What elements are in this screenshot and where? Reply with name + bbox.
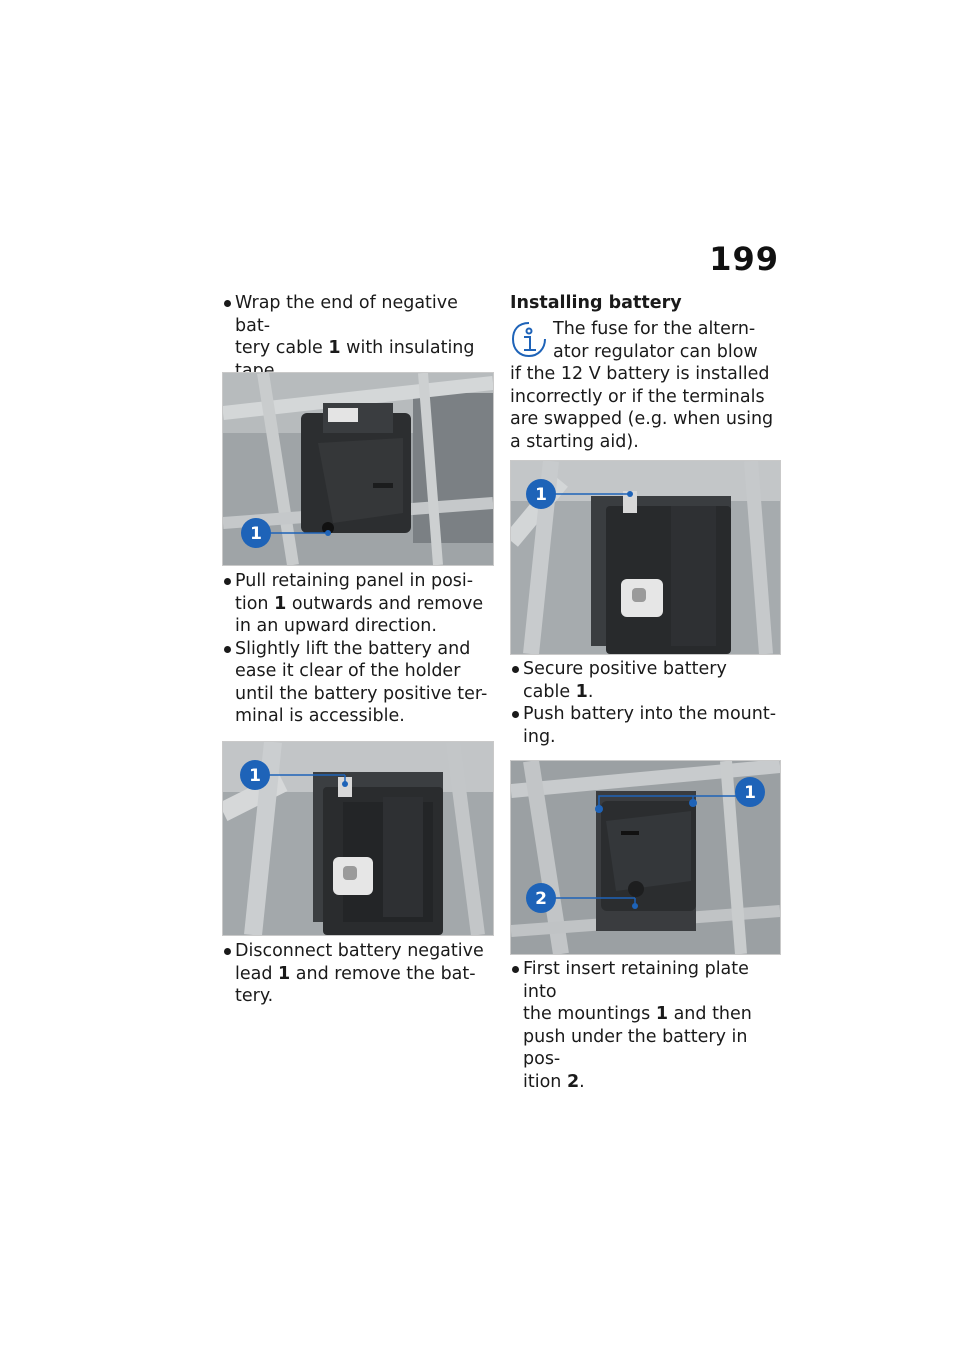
photo-battery-positive-terminal: 1 (222, 741, 494, 936)
step-lift-battery: Slightly lift the battery and ease it cl… (222, 638, 494, 728)
photo-retaining-plate: 1 2 (510, 760, 781, 955)
callout-1: 1 (249, 766, 261, 786)
section-heading: Installing battery (510, 293, 682, 313)
step-push-battery: Push battery into the mount- ing. (510, 703, 782, 748)
photo-positive-cable: 1 (510, 460, 781, 655)
callout-1: 1 (535, 485, 547, 505)
step-secure-positive-cable: Secure positive battery cable 1. (510, 658, 782, 703)
callout-2: 2 (535, 889, 547, 909)
callout-1: 1 (250, 524, 262, 544)
callout-1: 1 (744, 783, 756, 803)
left-column-final: Disconnect battery negative lead 1 and r… (222, 940, 494, 1008)
left-column: Wrap the end of negative bat- tery cable… (222, 292, 494, 382)
info-icon (511, 322, 546, 358)
step-pull-retaining-panel: Pull retaining panel in posi- tion 1 out… (222, 570, 494, 638)
step-disconnect-negative-lead: Disconnect battery negative lead 1 and r… (222, 940, 494, 1008)
photo-retaining-panel: 1 (222, 372, 494, 566)
info-note: The fuse for the altern- ator regulator … (510, 319, 774, 452)
step-insert-retaining-plate: First insert retaining plate into the mo… (510, 958, 782, 1093)
page-number: 199 (709, 240, 779, 278)
right-column: Installing battery The fuse for the alte… (510, 292, 782, 453)
left-column-steps: Pull retaining panel in posi- tion 1 out… (222, 570, 494, 728)
right-column-final: First insert retaining plate into the mo… (510, 958, 782, 1093)
right-column-steps: Secure positive battery cable 1. Push ba… (510, 658, 782, 748)
step-wrap-negative-cable: Wrap the end of negative bat- tery cable… (222, 292, 494, 382)
